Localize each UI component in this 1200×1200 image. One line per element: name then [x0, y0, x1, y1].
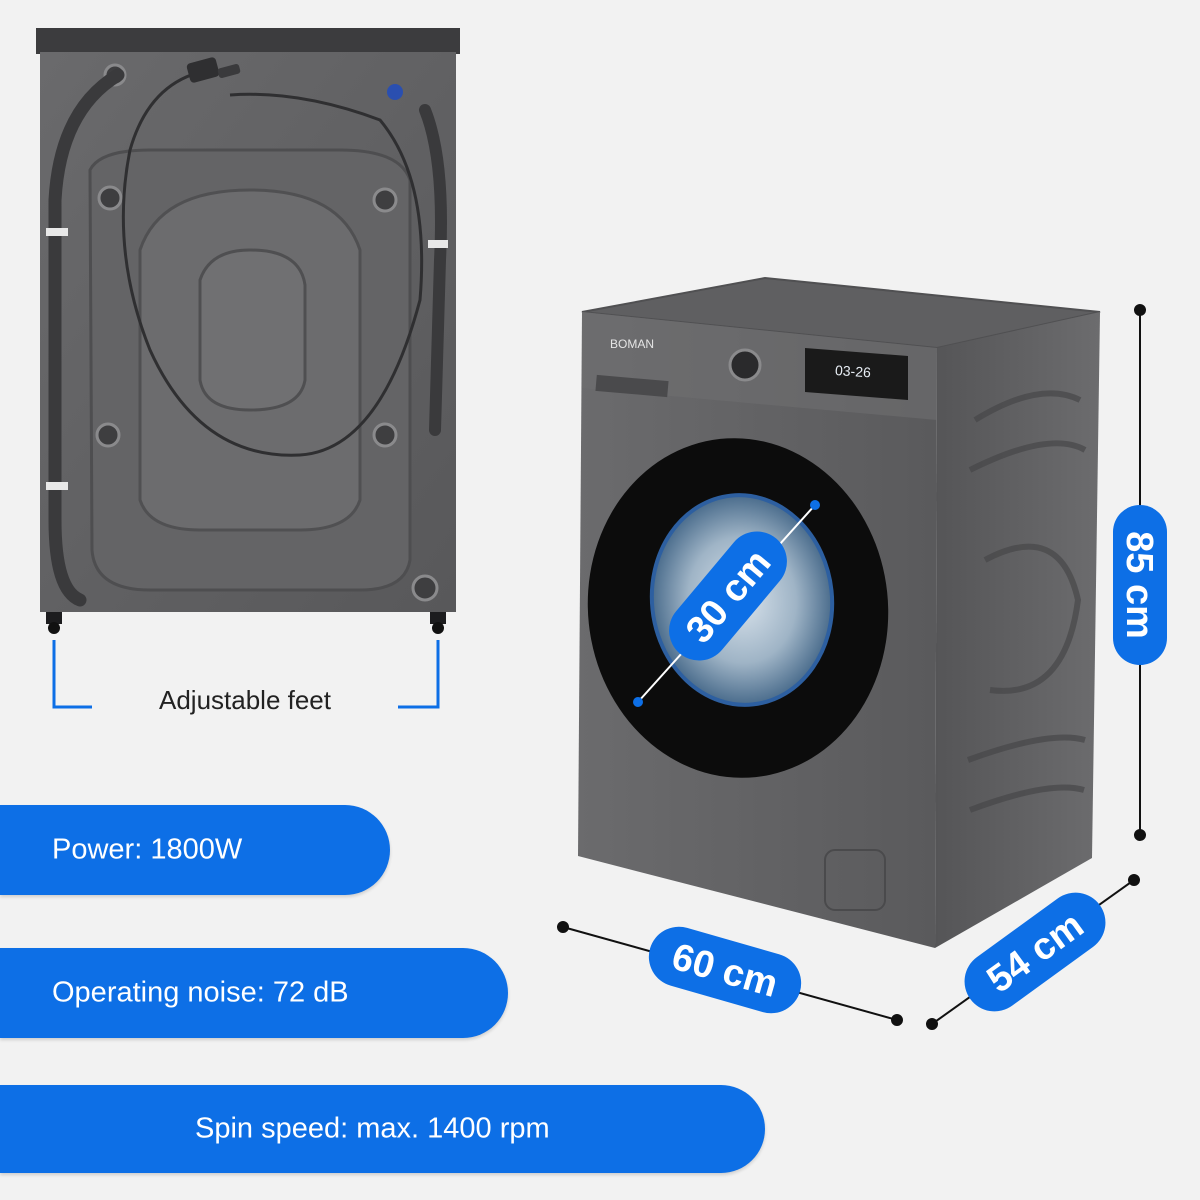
valve-icon	[387, 84, 403, 100]
height-badge: 85 cm	[1113, 505, 1167, 665]
washing-machine-back-view	[36, 28, 460, 634]
spec-noise-pill: Operating noise: 72 dB	[0, 948, 508, 1038]
width-badge: 60 cm	[648, 926, 802, 1014]
washing-machine-front-view: BOMAN 03-26	[578, 276, 1101, 948]
spec-power-pill: Power: 1800W	[0, 805, 390, 895]
height-value: 85 cm	[1118, 531, 1160, 639]
program-dial-icon	[728, 348, 762, 382]
display-time: 03-26	[835, 362, 872, 380]
adjustable-feet-label: Adjustable feet	[100, 680, 390, 720]
power-plug-icon	[186, 57, 241, 83]
service-hatch	[824, 849, 886, 911]
spec-spin-pill: Spin speed: max. 1400 rpm	[0, 1085, 765, 1173]
feet-callout-lines	[52, 640, 440, 709]
spec-power-text: Power: 1800W	[52, 833, 243, 866]
detergent-drawer	[595, 374, 669, 398]
brand-logo: BOMAN	[610, 337, 654, 351]
spec-noise-text: Operating noise: 72 dB	[52, 976, 349, 1009]
digital-display	[805, 348, 908, 400]
spec-spin-text: Spin speed: max. 1400 rpm	[195, 1112, 550, 1145]
